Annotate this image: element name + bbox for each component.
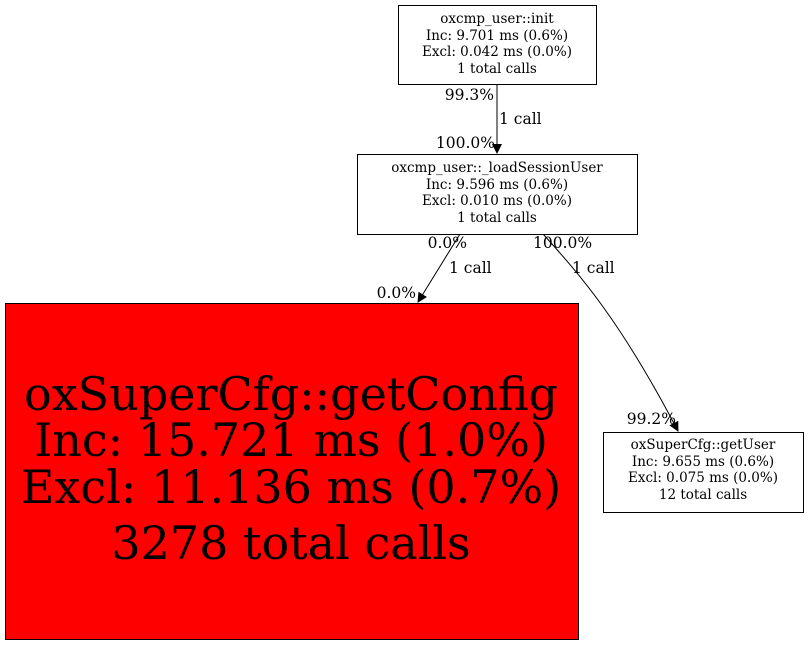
edge-call-label: 1 call	[449, 259, 492, 277]
node-calls: 1 total calls	[457, 61, 537, 77]
node-name: oxcmp_user::_loadSessionUser	[391, 160, 603, 176]
edge-loadSessionUser-to-getUser: 100.0% 1 call 99.2%	[533, 233, 679, 432]
edge-loadSessionUser-to-getConfig: 0.0% 1 call 0.0%	[377, 233, 492, 303]
node-exclusive: Excl: 0.075 ms (0.0%)	[628, 470, 778, 486]
node-oxSuperCfg-getConfig[interactable]: oxSuperCfg::getConfig Inc: 15.721 ms (1.…	[5, 303, 579, 640]
node-inclusive: Inc: 9.655 ms (0.6%)	[632, 454, 774, 470]
node-exclusive: Excl: 0.042 ms (0.0%)	[422, 44, 572, 60]
node-name: oxcmp_user::init	[440, 11, 554, 27]
node-inclusive: Inc: 9.596 ms (0.6%)	[426, 177, 568, 193]
edge-head-label: 99.2%	[627, 410, 676, 428]
edge-init-to-loadSessionUser: 99.3% 1 call 100.0%	[436, 84, 542, 154]
edge-tail-label: 100.0%	[533, 234, 592, 252]
node-exclusive: Excl: 11.136 ms (0.7%)	[21, 460, 561, 514]
node-oxcmp-user-loadSessionUser[interactable]: oxcmp_user::_loadSessionUser Inc: 9.596 …	[357, 154, 638, 235]
node-oxcmp-user-init[interactable]: oxcmp_user::init Inc: 9.701 ms (0.6%) Ex…	[398, 5, 597, 85]
node-oxSuperCfg-getUser[interactable]: oxSuperCfg::getUser Inc: 9.655 ms (0.6%)…	[603, 432, 804, 513]
edge-tail-label: 99.3%	[445, 86, 494, 104]
node-exclusive: Excl: 0.010 ms (0.0%)	[422, 193, 572, 209]
node-name: oxSuperCfg::getUser	[631, 437, 776, 453]
node-inclusive: Inc: 15.721 ms (1.0%)	[34, 413, 548, 467]
edge-tail-label: 0.0%	[428, 234, 467, 252]
edge-call-label: 1 call	[572, 259, 615, 277]
node-calls: 1 total calls	[457, 210, 537, 226]
edge-head-label: 0.0%	[377, 284, 416, 302]
edge-head-label: 100.0%	[436, 134, 495, 152]
node-inclusive: Inc: 9.701 ms (0.6%)	[426, 28, 568, 44]
node-name: oxSuperCfg::getConfig	[24, 367, 558, 421]
edge-call-label: 1 call	[499, 110, 542, 128]
node-calls: 3278 total calls	[111, 516, 470, 570]
node-calls: 12 total calls	[659, 487, 747, 503]
